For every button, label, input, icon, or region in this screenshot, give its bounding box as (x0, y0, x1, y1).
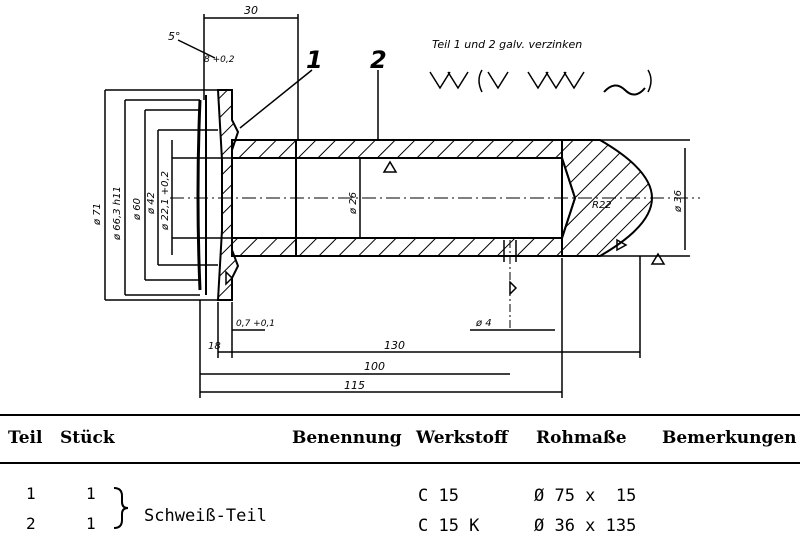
technical-drawing: 1 2 Teil 1 und 2 galv. verzinken 5° 30 8… (92, 4, 700, 398)
dim-top: 30 (244, 4, 258, 17)
table-header-rule (0, 462, 800, 464)
header-werkstoff: Werkstoff (416, 428, 508, 448)
surface-symbols (225, 69, 666, 296)
dim-18: 18 (208, 341, 221, 352)
galvanize-note: Teil 1 und 2 galv. verzinken (432, 38, 582, 51)
dim-d-h11: ø 66,3 h11 (112, 186, 123, 241)
shaft-part (170, 139, 700, 330)
dim-shaft: ø 36 (673, 190, 684, 213)
group-name: Schweiß-Teil (144, 506, 267, 526)
header-teil: Teil (8, 428, 43, 448)
row2-teil: 2 (26, 514, 36, 533)
dim-groove: 0,7 +0,1 (236, 319, 275, 329)
table-top-rule (0, 414, 800, 416)
dim-d-22: ø 22,1 +0,2 (160, 171, 171, 231)
header-rohmasse: Rohmaße (536, 428, 627, 448)
dim-d-42: ø 42 (146, 192, 157, 215)
group-brace (113, 487, 129, 529)
angle-label: 5° (168, 30, 181, 43)
dim-small-hole: ø 4 (475, 318, 492, 329)
row1-stueck: 1 (86, 484, 96, 503)
row1-werkstoff: C 15 (418, 486, 459, 506)
row1-rohmasse: Ø 75 x 15 (534, 486, 637, 506)
drawing-labels: 1 2 Teil 1 und 2 galv. verzinken 5° 30 8… (92, 4, 684, 392)
dim-115: 115 (344, 379, 365, 392)
row1-teil: 1 (26, 484, 36, 503)
part-label-2: 2 (370, 46, 387, 74)
dim-100: 100 (364, 360, 385, 373)
header-stueck: Stück (60, 428, 115, 448)
row2-stueck: 1 (86, 514, 96, 533)
dim-radius: R22 (592, 200, 612, 211)
dim-flange-thickness: 8 +0,2 (204, 55, 235, 65)
part-label-1: 1 (306, 46, 323, 74)
dim-130: 130 (384, 339, 405, 352)
dimension-lines (104, 14, 690, 398)
dim-d-60: ø 60 (132, 198, 143, 221)
dim-bore: ø 26 (348, 192, 359, 215)
row2-werkstoff: C 15 K (418, 516, 480, 536)
header-bemerkungen: Bemerkungen (662, 428, 797, 448)
header-benennung: Benennung (292, 428, 402, 448)
row2-rohmasse: Ø 36 x 135 (534, 516, 637, 536)
dim-d-outer: ø 71 (92, 203, 103, 226)
